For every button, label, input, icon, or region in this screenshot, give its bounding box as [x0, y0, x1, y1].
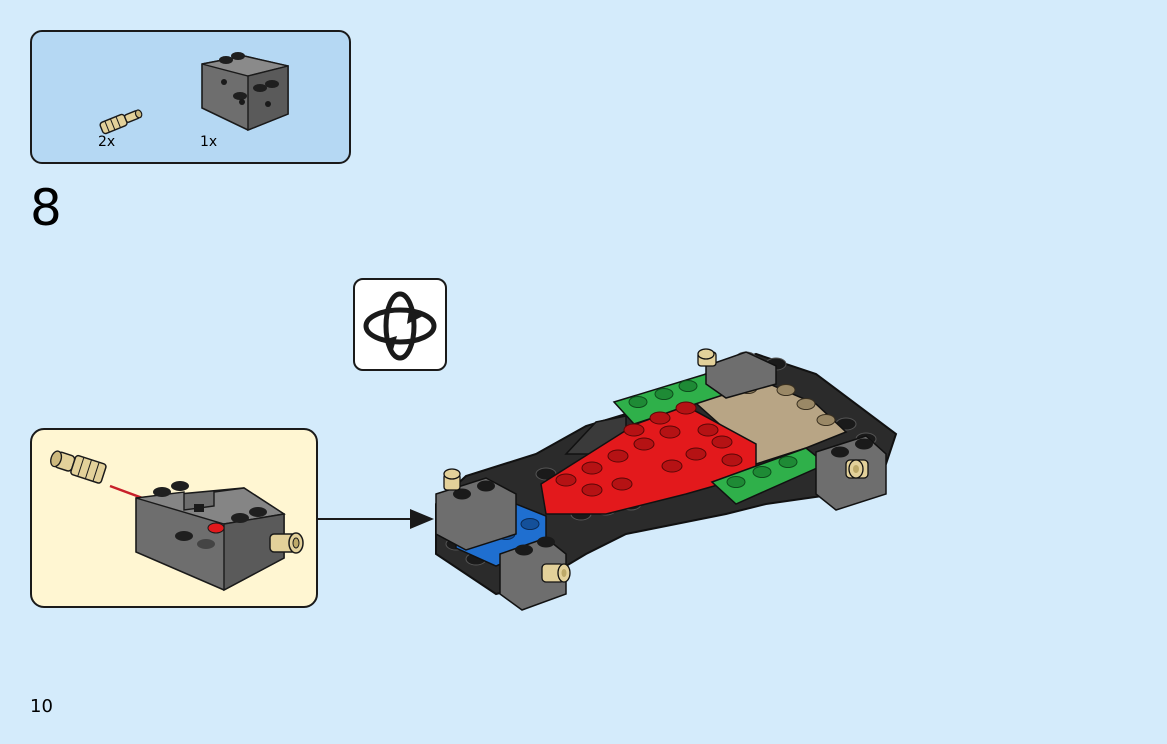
dark-gray-brick-with-holes-icon [499, 536, 567, 611]
subassembly-callout [30, 428, 318, 608]
dark-gray-brick-with-holes-icon [135, 481, 286, 592]
rotate-model-panel [353, 278, 447, 371]
page-number: 10 [30, 696, 53, 717]
race-car-chassis-model [435, 348, 898, 611]
pin-quantity: 2x [98, 134, 116, 150]
brick-quantity: 1x [200, 134, 218, 150]
tan-axle-pin-icon [845, 459, 869, 479]
tan-axle-pin-icon [269, 532, 304, 554]
tan-axle-pin-icon [541, 563, 571, 583]
callout-pointer-arrow [318, 509, 434, 529]
tan-axle-pin-icon [50, 450, 107, 484]
tan-axle-pin-icon [443, 468, 461, 491]
dark-gray-brick-with-holes-icon [705, 351, 777, 399]
tan-axle-pin-icon [99, 109, 143, 135]
dark-gray-brick-with-holes-icon [201, 52, 289, 132]
step-number: 8 [30, 179, 62, 237]
rotate-model-icon [363, 291, 437, 361]
dark-gray-brick-with-holes-icon [435, 477, 517, 551]
tan-axle-pin-icon [697, 348, 717, 367]
parts-list-panel: 2x 1x [30, 30, 351, 164]
subassembly-insert-pins-icon [50, 450, 304, 592]
